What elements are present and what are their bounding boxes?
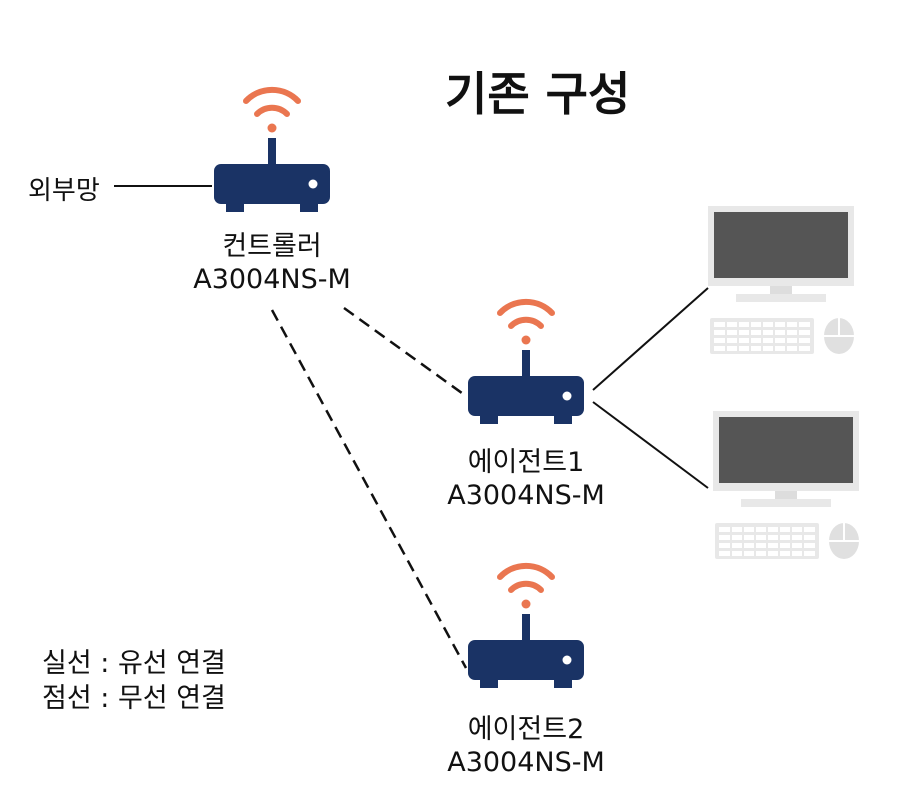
legend: 실선 : 유선 연결 점선 : 무선 연결	[42, 646, 226, 716]
diagram-title: 기존 구성	[445, 67, 631, 121]
controller-router-icon	[214, 90, 330, 212]
agent1-role: 에이전트1	[467, 447, 585, 478]
agent1-router-icon	[468, 302, 584, 424]
external-network-label: 외부망	[28, 176, 100, 206]
agent2-label: 에이전트2 A3004NS-M	[426, 713, 626, 779]
desktop-computer-icon	[707, 205, 855, 355]
agent1-label: 에이전트1 A3004NS-M	[426, 446, 626, 512]
controller-role: 컨트롤러	[222, 231, 322, 262]
desktop-computer-icon	[712, 410, 860, 560]
controller-label: 컨트롤러 A3004NS-M	[172, 230, 372, 296]
wireless-link-agent1	[343, 306, 467, 398]
wired-link-pc1	[592, 287, 709, 391]
agent2-model: A3004NS-M	[447, 747, 605, 778]
wired-link-pc2	[592, 401, 709, 489]
legend-dashed: 점선 : 무선 연결	[42, 683, 226, 714]
agent1-model: A3004NS-M	[447, 480, 605, 511]
controller-model: A3004NS-M	[193, 264, 351, 295]
agent2-role: 에이전트2	[467, 714, 585, 745]
agent2-router-icon	[468, 566, 584, 688]
wireless-link-agent2	[270, 309, 468, 669]
legend-solid: 실선 : 유선 연결	[42, 648, 226, 679]
